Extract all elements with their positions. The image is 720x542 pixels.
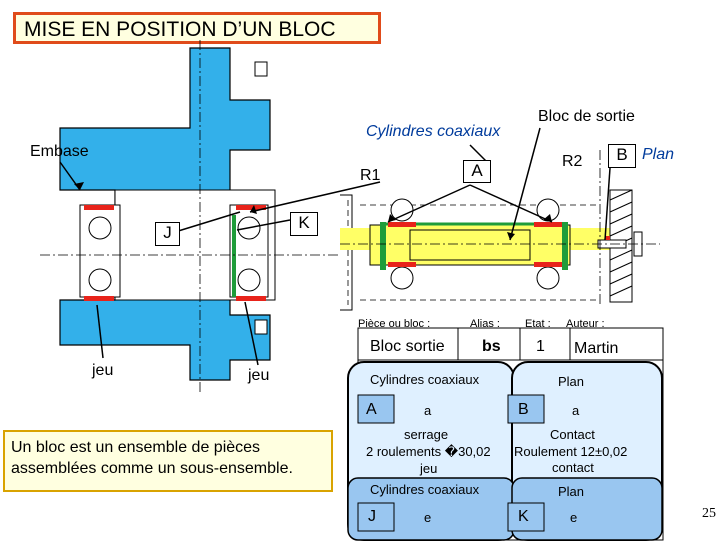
link-a-subname: a — [424, 403, 432, 418]
b-label: B — [608, 144, 636, 168]
page-number: 25 — [702, 506, 716, 521]
link-b-bottom-name: K — [518, 508, 529, 525]
link-a-condition-3: jeu — [420, 461, 438, 476]
link-a-type: Cylindres coaxiaux — [370, 372, 480, 387]
bloc-de-sortie-label: Bloc de sortie — [538, 108, 635, 125]
page-title: MISE EN POSITION D’UN BLOC — [24, 18, 336, 41]
liaison-table — [347, 327, 664, 541]
piece-auteur: Martin — [574, 340, 619, 357]
header-piece: Pièce ou bloc : — [358, 318, 431, 330]
header-alias: Alias : — [470, 318, 500, 330]
embase-label: Embase — [30, 143, 89, 160]
link-b-type: Plan — [558, 374, 585, 389]
plan-label: Plan — [642, 146, 675, 163]
link-a-condition-1: serrage — [404, 427, 449, 442]
k-label: K — [290, 212, 318, 236]
link-b-condition-1: Contact — [550, 427, 595, 442]
left-bearings — [79, 204, 269, 301]
link-b-bottom-sub: e — [570, 510, 578, 525]
link-b-subname: a — [572, 403, 580, 418]
r2-label: R2 — [562, 153, 583, 170]
piece-name: Bloc sortie — [370, 338, 445, 355]
j-label: J — [155, 222, 180, 246]
link-a-type-bottom: Cylindres coaxiaux — [370, 482, 480, 497]
header-auteur: Auteur : — [566, 318, 605, 330]
piece-etat: 1 — [536, 338, 545, 355]
jeu-label-left: jeu — [92, 362, 114, 379]
link-b-name: B — [518, 401, 529, 418]
bloc-de-sortie-drawing — [340, 150, 660, 311]
r1-label: R1 — [360, 167, 381, 184]
link-a-bottom-sub: e — [424, 510, 432, 525]
link-b-condition-2: Roulement 12±0,02 — [514, 444, 628, 459]
link-a-name: A — [366, 401, 377, 418]
definition-note: Un bloc est un ensemble de pièces assemb… — [3, 430, 333, 492]
a-label: A — [463, 160, 491, 183]
link-b-condition-3: contact — [552, 460, 594, 475]
jeu-label-right: jeu — [248, 367, 270, 384]
cylindres-coaxiaux-label: Cylindres coaxiaux — [366, 123, 501, 140]
link-b-type-bottom: Plan — [558, 484, 585, 499]
header-etat: Etat : — [525, 318, 551, 330]
title-box: MISE EN POSITION D’UN BLOC — [13, 12, 381, 44]
link-a-bottom-name: J — [368, 508, 376, 525]
link-a-condition-2: 2 roulements �30,02 — [366, 444, 491, 459]
pointer-lines — [59, 127, 611, 366]
piece-alias: bs — [482, 338, 501, 355]
